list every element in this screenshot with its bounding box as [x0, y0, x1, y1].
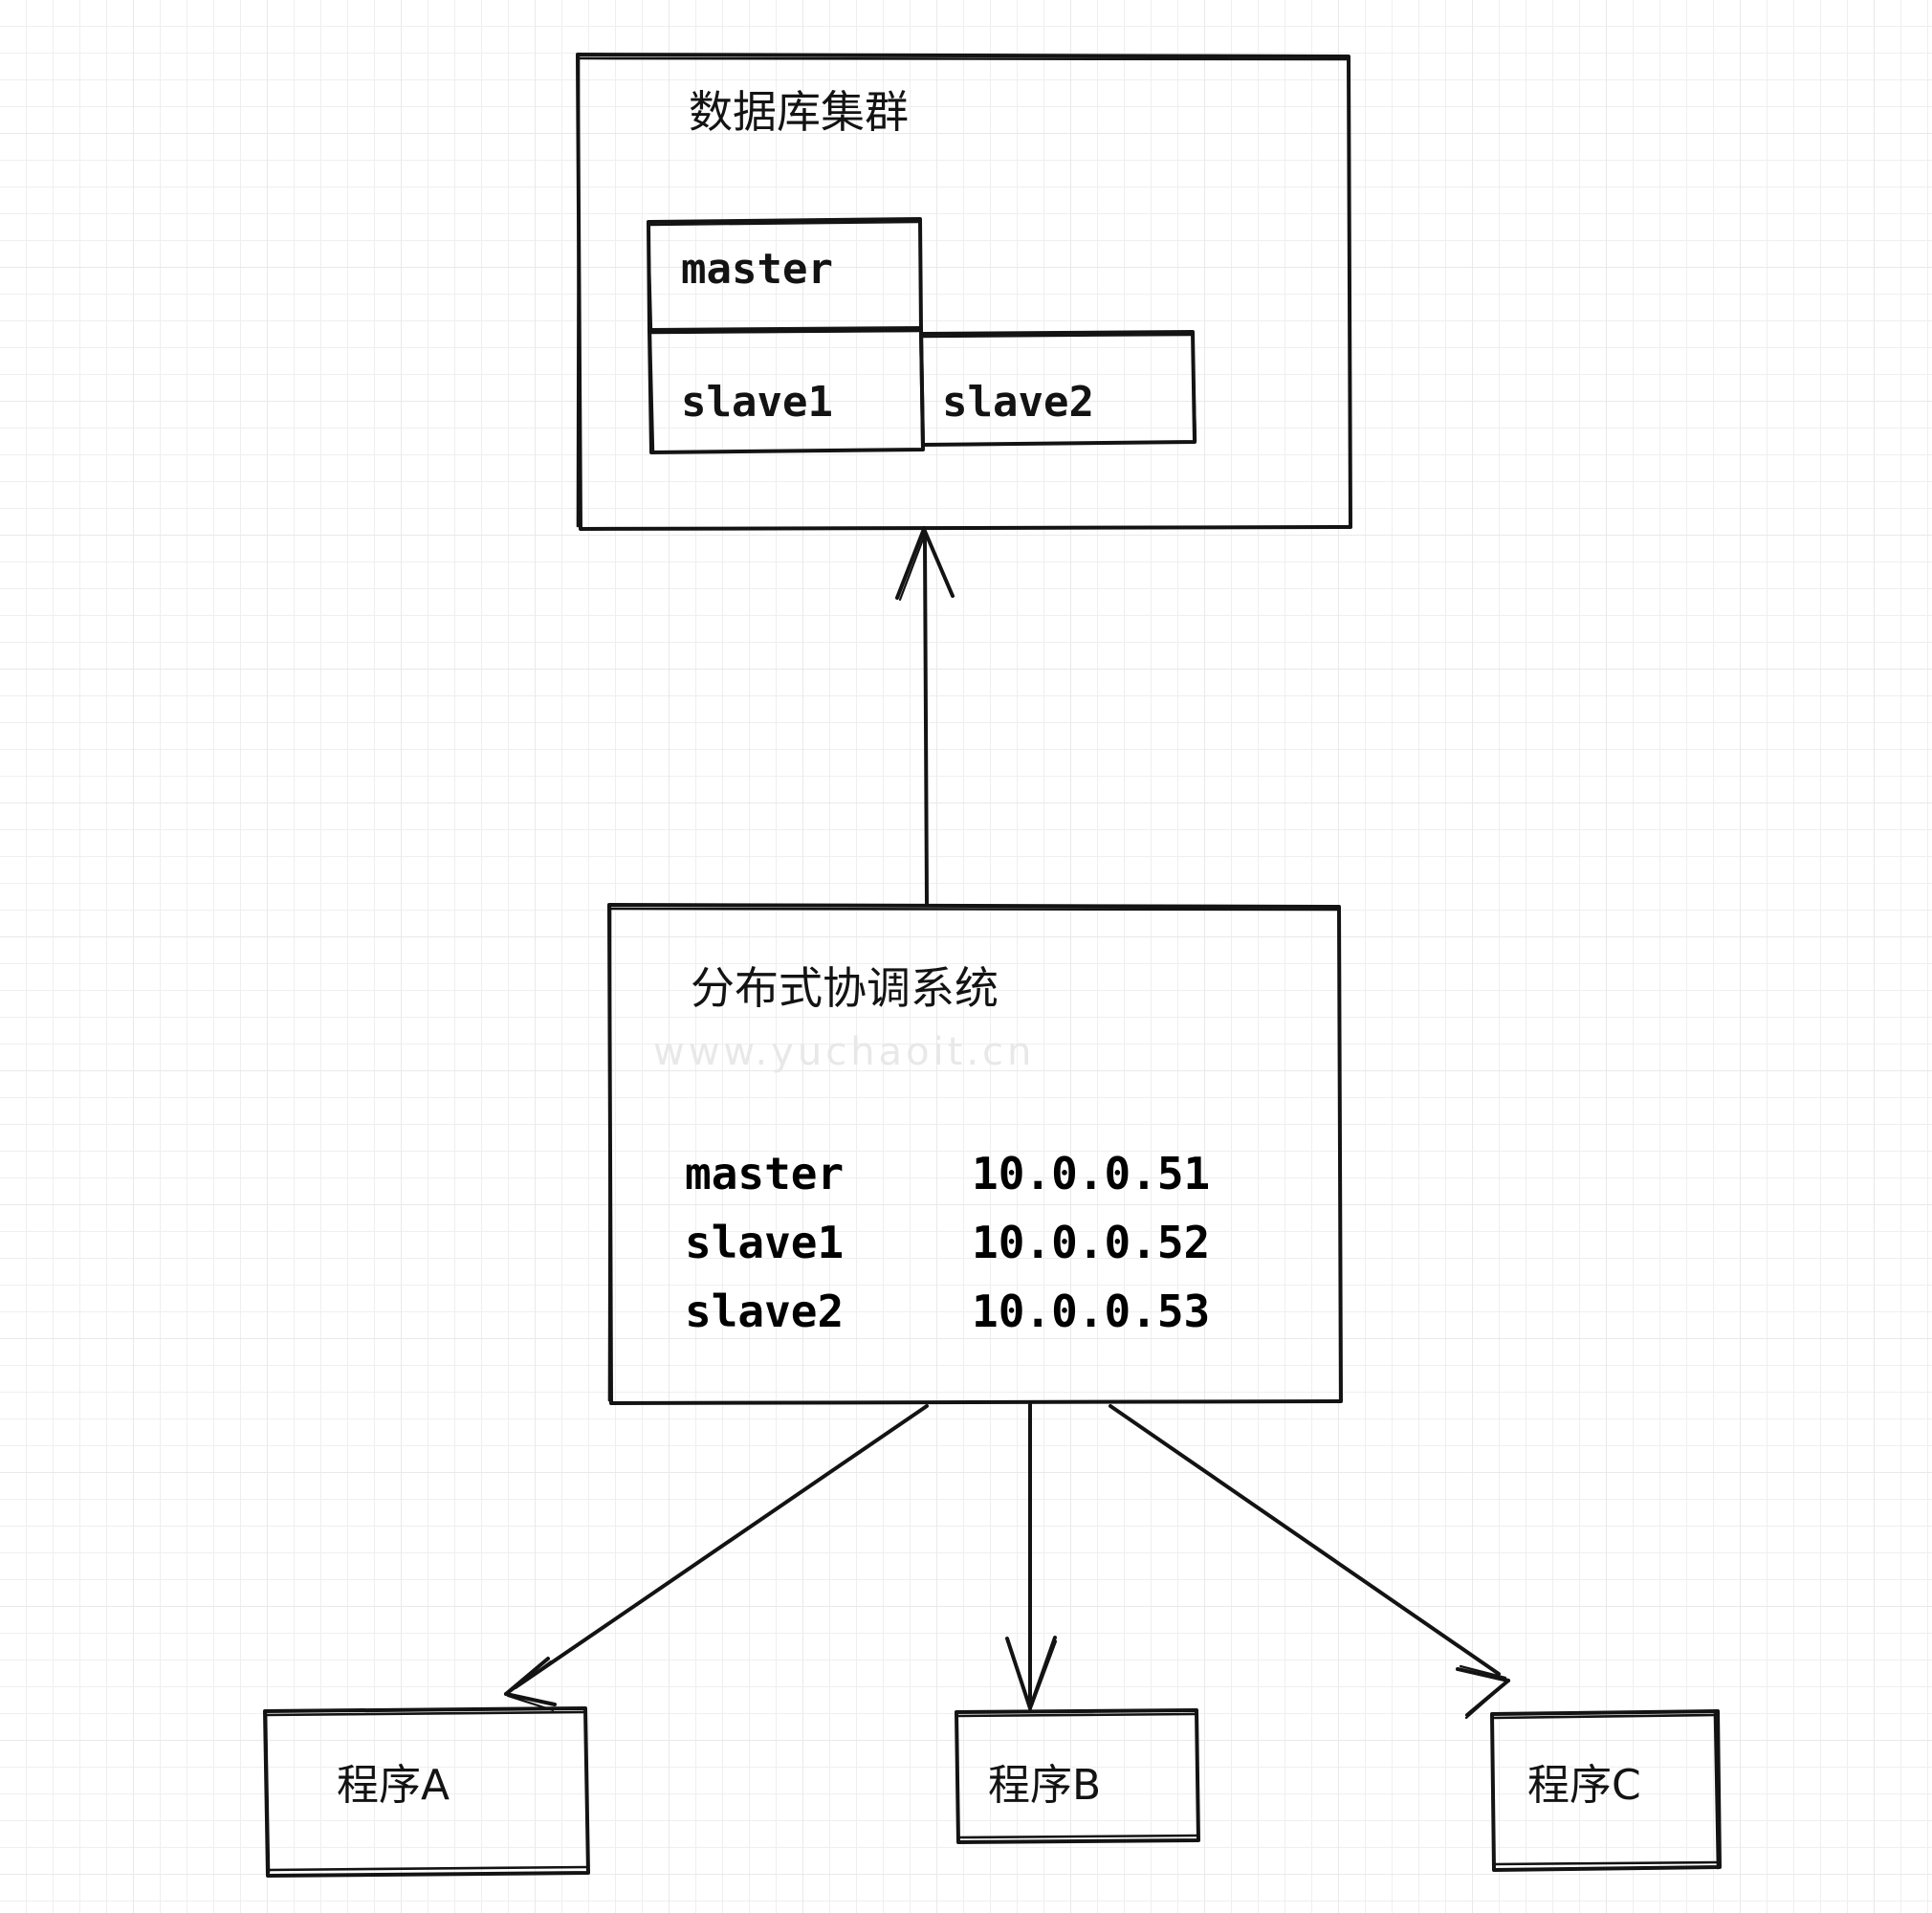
- db-cluster-box: [576, 53, 1352, 531]
- db-cluster-title: 数据库集群: [689, 86, 909, 138]
- program-c-box: [1490, 1709, 1722, 1872]
- program-c-label: 程序C: [1527, 1761, 1641, 1810]
- db-node-label-slave2: slave2: [942, 378, 1094, 427]
- arrow-coordinator-to-program-c: [1109, 1404, 1510, 1720]
- program-b-box: [955, 1708, 1200, 1844]
- registry-row: slave1 10.0.0.52: [685, 1217, 1210, 1286]
- program-b-label: 程序B: [988, 1761, 1102, 1810]
- registry-row: slave2 10.0.0.53: [685, 1286, 1210, 1354]
- registry-node-name: master: [685, 1148, 845, 1199]
- registry-node-name: slave2: [685, 1286, 845, 1337]
- coordinator-title: 分布式协调系统: [691, 962, 999, 1014]
- db-node-label-slave1: slave1: [681, 378, 833, 427]
- registry-node-ip: 10.0.0.53: [972, 1286, 1211, 1337]
- arrow-coordinator-to-program-a: [504, 1404, 929, 1712]
- watermark-text: www.yuchaoit.cn: [653, 1030, 1036, 1074]
- coordinator-registry-table: master 10.0.0.51 slave1 10.0.0.52 slave2 10…: [685, 1148, 1210, 1354]
- coordinator-box: [607, 903, 1343, 1405]
- registry-node-ip: 10.0.0.52: [972, 1217, 1211, 1268]
- arrow-coordinator-to-db-cluster: [895, 526, 955, 905]
- registry-node-name: slave1: [685, 1217, 845, 1268]
- registry-row: master 10.0.0.51: [685, 1148, 1210, 1217]
- db-node-label-master: master: [681, 245, 833, 294]
- registry-node-ip: 10.0.0.51: [972, 1148, 1211, 1199]
- program-a-box: [263, 1706, 590, 1878]
- arrow-coordinator-to-program-b: [1005, 1402, 1058, 1710]
- program-a-label: 程序A: [337, 1761, 450, 1810]
- slave2-node-box: [919, 330, 1197, 447]
- slave1-node-box: [648, 326, 925, 454]
